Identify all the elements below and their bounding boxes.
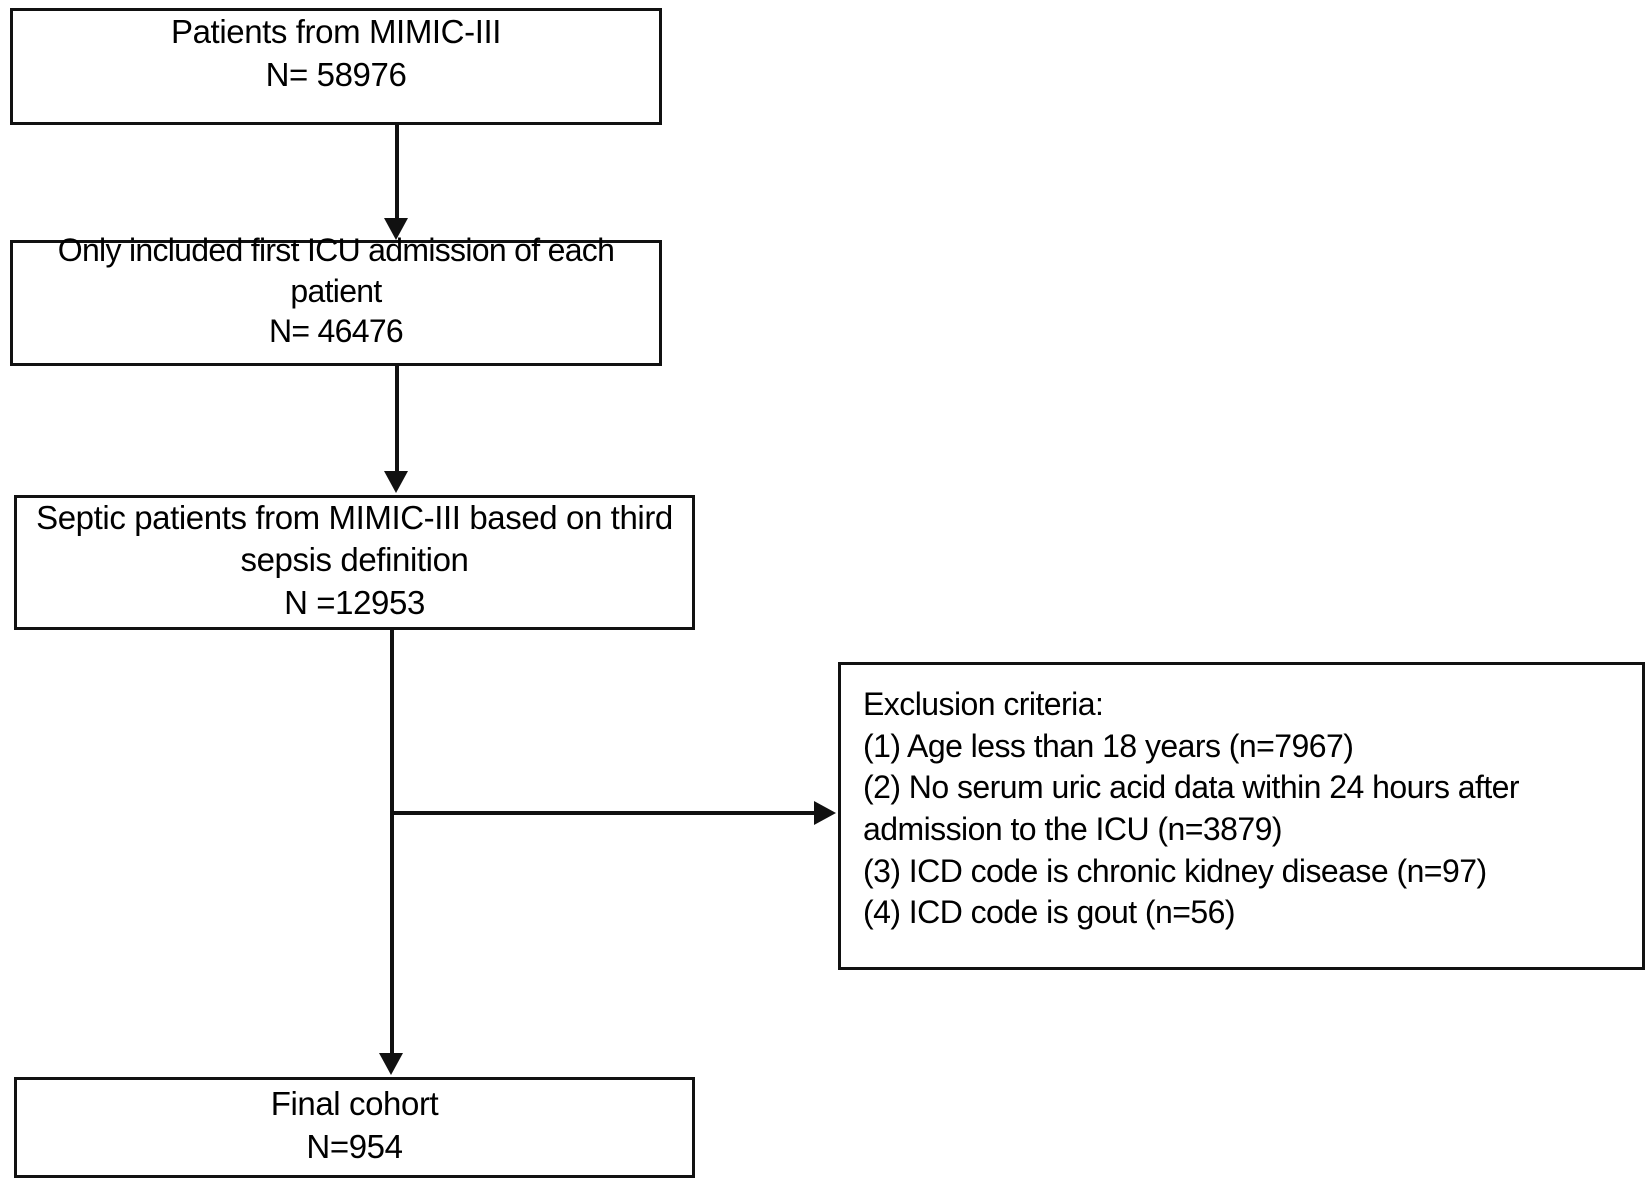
arrow-septic-to-final-line [390, 630, 394, 1055]
arrow-first-icu-to-septic-line [395, 366, 399, 473]
final-cohort-box: Final cohort N=954 [14, 1077, 695, 1178]
arrow-first-icu-to-septic-head-icon [384, 471, 408, 493]
arrow-septic-to-final-head-icon [379, 1053, 403, 1075]
exclusion-criteria-text: Exclusion criteria: (1) Age less than 18… [863, 686, 1520, 931]
patients-from-mimic-iii-text: Patients from MIMIC-III N= 58976 [170, 13, 502, 93]
final-cohort-text: Final cohort N=954 [270, 1085, 439, 1165]
first-icu-admission-box: Only included first ICU admission of eac… [10, 232, 662, 366]
arrow-source-to-first-icu-head-icon [384, 218, 408, 240]
patients-from-mimic-iii-box: Patients from MIMIC-III N= 58976 [10, 8, 662, 125]
first-icu-admission-text: Only included first ICU admission of eac… [57, 231, 615, 350]
arrow-septic-to-exclusion-head-icon [814, 801, 836, 825]
arrow-source-to-first-icu-line [395, 125, 399, 222]
septic-patients-box: Septic patients from MIMIC-III based on … [14, 495, 695, 630]
septic-patients-text: Septic patients from MIMIC-III based on … [36, 499, 673, 621]
exclusion-criteria-box: Exclusion criteria: (1) Age less than 18… [838, 662, 1645, 970]
arrow-septic-to-exclusion-line [392, 811, 816, 815]
